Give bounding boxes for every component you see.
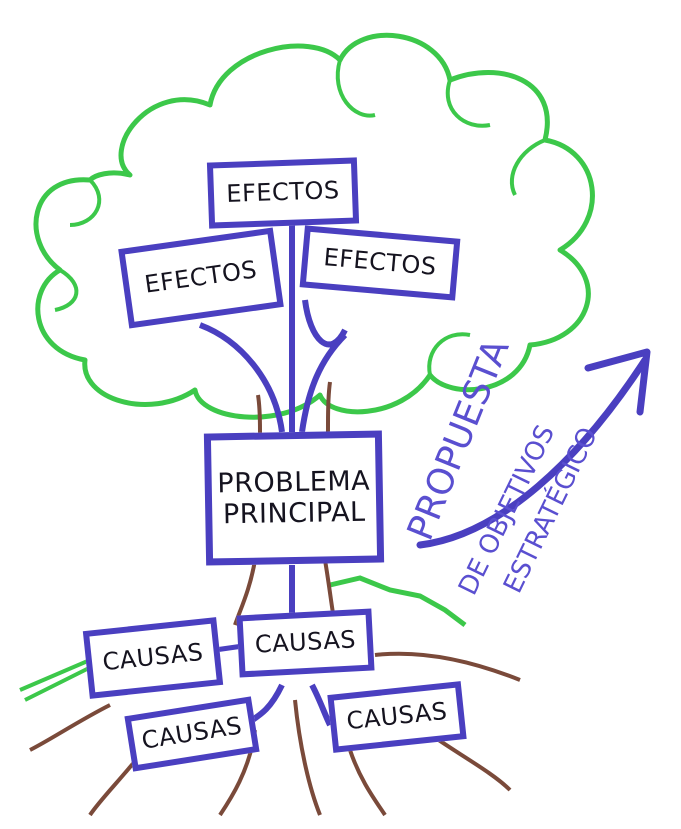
effect-box-top: EFECTOS — [206, 157, 360, 229]
root — [293, 699, 322, 816]
foliage-inner-curl — [335, 59, 376, 118]
grass-right — [329, 575, 467, 627]
foliage-outline — [33, 32, 595, 420]
foliage-inner-curl — [427, 332, 471, 376]
connector-causes-lower — [243, 683, 333, 728]
cause-label: CAUSAS — [254, 625, 357, 659]
foliage-inner-curl — [69, 178, 102, 227]
foliage-inner-curl — [509, 138, 546, 196]
root — [29, 703, 111, 752]
cause-box-left: CAUSAS — [82, 617, 224, 699]
main-problem-box: PROBLEMA PRINCIPAL — [203, 430, 385, 566]
grass-left — [19, 658, 96, 702]
proposal-arrow — [416, 356, 649, 549]
cause-box-center: CAUSAS — [236, 608, 375, 678]
cause-label: CAUSAS — [345, 697, 449, 736]
proposal-arrowhead — [584, 348, 651, 416]
main-problem-label: PROBLEMA PRINCIPAL — [217, 465, 371, 531]
effect-label: EFECTOS — [142, 255, 259, 299]
root — [374, 651, 521, 682]
foliage-inner-curl — [54, 268, 79, 312]
connector-trunk-right — [299, 299, 348, 433]
root — [348, 749, 387, 817]
cause-label: CAUSAS — [101, 638, 205, 677]
effect-label: EFECTOS — [322, 243, 438, 282]
foliage-inner-curl — [445, 79, 491, 128]
cause-label: CAUSAS — [139, 711, 244, 755]
effect-label: EFECTOS — [225, 176, 341, 209]
connector-trunk-left — [198, 322, 285, 433]
